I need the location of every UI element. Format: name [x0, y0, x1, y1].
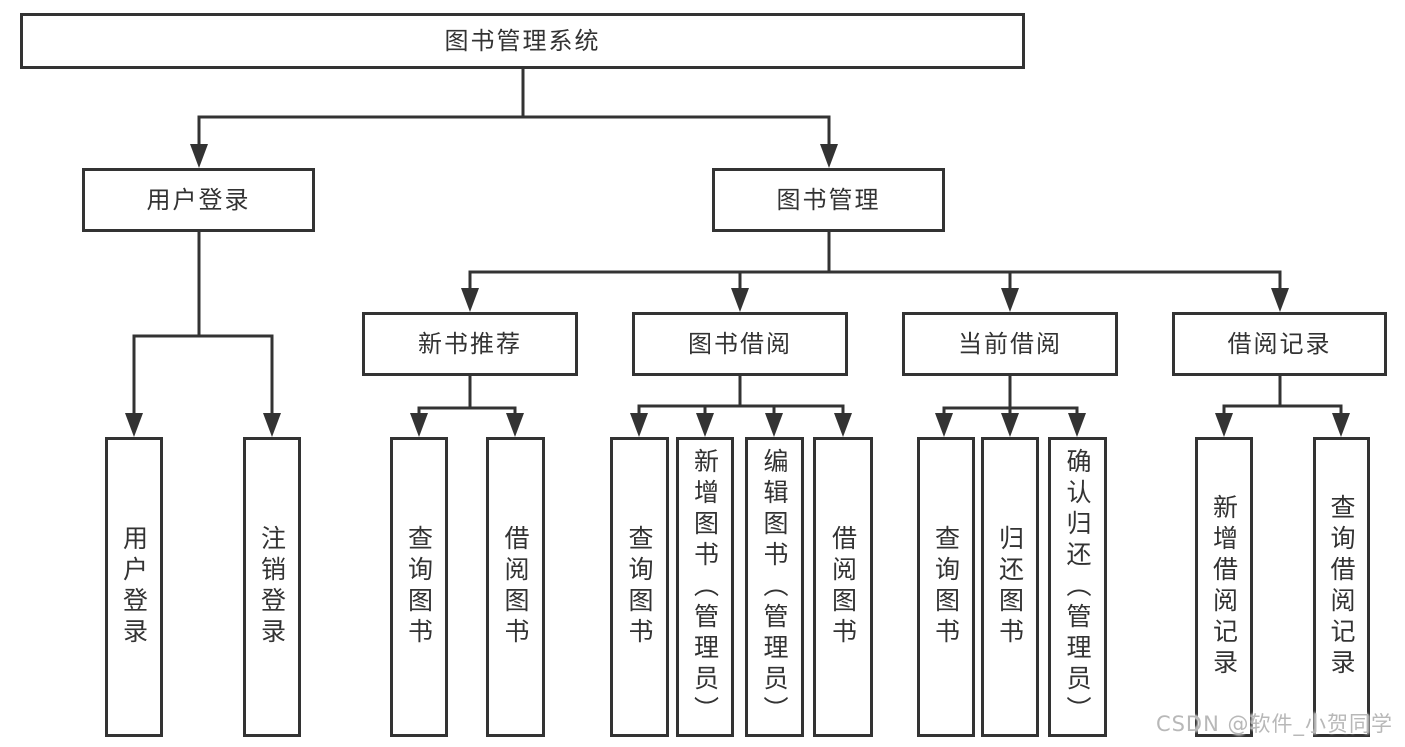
arrowhead [935, 413, 953, 437]
arrowhead [1332, 413, 1350, 437]
leaf-borrow-edit-books-admin: 编辑图书（管理员） [745, 437, 804, 737]
node-book-borrow: 图书借阅 [632, 312, 848, 376]
arrowhead [696, 413, 714, 437]
connector-current-borrow-to-leaves [942, 374, 1079, 416]
arrowhead [1001, 288, 1019, 312]
leaf-current-query-books: 查询图书 [917, 437, 975, 737]
leaf-recommend-query-books: 查询图书 [390, 437, 448, 737]
arrowhead [731, 288, 749, 312]
arrowhead [190, 144, 208, 168]
node-root-library-management-system: 图书管理系统 [20, 13, 1025, 69]
arrowhead [506, 413, 524, 437]
node-current-borrow: 当前借阅 [902, 312, 1118, 376]
arrowhead [630, 413, 648, 437]
arrowhead [834, 413, 852, 437]
arrowhead [125, 413, 143, 437]
arrowhead [1271, 288, 1289, 312]
leaf-records-query-borrow-record: 查询借阅记录 [1313, 437, 1370, 737]
arrowhead [263, 413, 281, 437]
leaf-borrow-borrow-books: 借阅图书 [813, 437, 873, 737]
arrowhead [1215, 413, 1233, 437]
node-book-management: 图书管理 [712, 168, 945, 232]
csdn-watermark: CSDN @软件_小贺同学 [1155, 712, 1393, 736]
connector-book-management-to-level3 [468, 230, 1282, 291]
arrowhead [1001, 413, 1019, 437]
arrowhead [1068, 413, 1086, 437]
leaf-current-return-books: 归还图书 [981, 437, 1039, 737]
arrowhead [461, 288, 479, 312]
arrowhead [410, 413, 428, 437]
arrowhead [820, 144, 838, 168]
node-borrow-records: 借阅记录 [1172, 312, 1387, 376]
connector-book-borrow-to-leaves [637, 374, 845, 416]
connector-user-login-to-leaves [132, 230, 274, 416]
leaf-user-login: 用户登录 [105, 437, 163, 737]
node-user-login: 用户登录 [82, 168, 315, 232]
leaf-borrow-add-books-admin: 新增图书（管理员） [676, 437, 734, 737]
leaf-recommend-borrow-books: 借阅图书 [486, 437, 545, 737]
leaf-logout: 注销登录 [243, 437, 301, 737]
connector-new-book-recommend-to-leaves [417, 374, 517, 416]
node-new-book-recommend: 新书推荐 [362, 312, 578, 376]
connector-borrow-records-to-leaves [1222, 374, 1343, 416]
arrowhead [765, 413, 783, 437]
leaf-current-confirm-return-admin: 确认归还（管理员） [1048, 437, 1107, 737]
leaf-records-add-borrow-record: 新增借阅记录 [1195, 437, 1253, 737]
leaf-borrow-query-books: 查询图书 [610, 437, 669, 737]
connector-root-to-level2 [197, 67, 831, 147]
